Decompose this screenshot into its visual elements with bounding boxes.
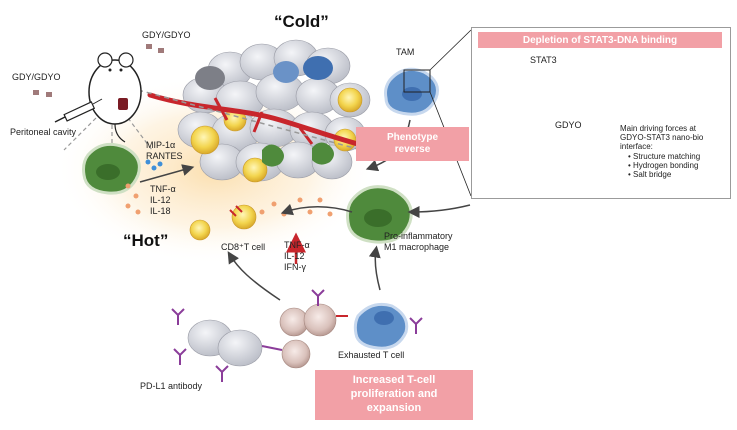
cd8-label: CD8⁺T cell — [221, 242, 266, 252]
injection-dashed-line — [137, 89, 381, 156]
m1-macrophages-in-tumor — [262, 142, 334, 167]
force-item: Salt bridge — [628, 170, 703, 179]
phenotype-line-2: reverse — [394, 144, 431, 155]
force-item: Structure matching — [628, 152, 703, 161]
force-item: Hydrogen bonding — [628, 161, 703, 170]
increased-line-2: proliferation and — [350, 388, 438, 401]
il12-right-label: IL-12 — [284, 251, 305, 261]
pro-inflammatory-label: Pro-inflammatory — [384, 231, 453, 241]
rantes-label: RANTES — [146, 151, 183, 161]
gdy-flake-icons — [33, 44, 164, 97]
forces-list: Structure matching Hydrogen bonding Salt… — [620, 152, 703, 180]
ifn-label: IFN-γ — [284, 262, 306, 272]
gdy-left-label: GDY/GDYO — [12, 72, 61, 82]
stat3-label: STAT3 — [530, 55, 557, 65]
increased-line-1: Increased T-cell — [352, 374, 436, 387]
hot-label: “Hot” — [123, 231, 169, 250]
increased-line-3: expansion — [366, 401, 422, 414]
phenotype-reverse-box: Phenotype reverse — [356, 127, 469, 161]
panel-header: Depletion of STAT3-DNA binding — [478, 32, 722, 48]
forces-title: Main driving forces at GDYO-STAT3 nano-b… — [620, 124, 703, 179]
syringe-icon — [54, 98, 103, 123]
t-cell-receptor — [229, 205, 243, 217]
t-cell-expansion-box: Increased T-cell proliferation and expan… — [315, 370, 473, 420]
pd-l1-antibody-label: PD-L1 antibody — [140, 381, 203, 391]
pd-l1-antibody-icons — [171, 289, 423, 382]
phenotype-line-1: Phenotype — [386, 132, 439, 143]
mip-label: MIP-1α — [146, 140, 176, 150]
tnf-left-label: TNF-α — [150, 184, 176, 194]
mouse-icon — [88, 52, 142, 143]
forces-title-line-1: Main driving forces at — [620, 124, 697, 133]
tnf-right-label: TNF-α — [284, 240, 310, 250]
exhausted-t-cell-label: Exhausted T cell — [338, 350, 405, 360]
tam-label: TAM — [396, 47, 415, 57]
gdyo-label: GDYO — [555, 120, 582, 130]
cytokine-dots-blue — [145, 159, 163, 171]
blood-vessel-branches — [213, 97, 314, 145]
il18-label: IL-18 — [150, 206, 171, 216]
forces-title-line-3: interface: — [620, 142, 653, 152]
il12-left-label: IL-12 — [150, 195, 171, 205]
gdy-top-label: GDY/GDYO — [142, 30, 191, 40]
cold-label: “Cold” — [274, 12, 329, 31]
peritoneal-label: Peritoneal cavity — [10, 127, 77, 137]
forces-title-line-2: GDYO-STAT3 nano-bio — [620, 133, 704, 143]
m1-macrophage-label: M1 macrophage — [384, 242, 450, 252]
exhausted-t-cells — [187, 302, 409, 369]
